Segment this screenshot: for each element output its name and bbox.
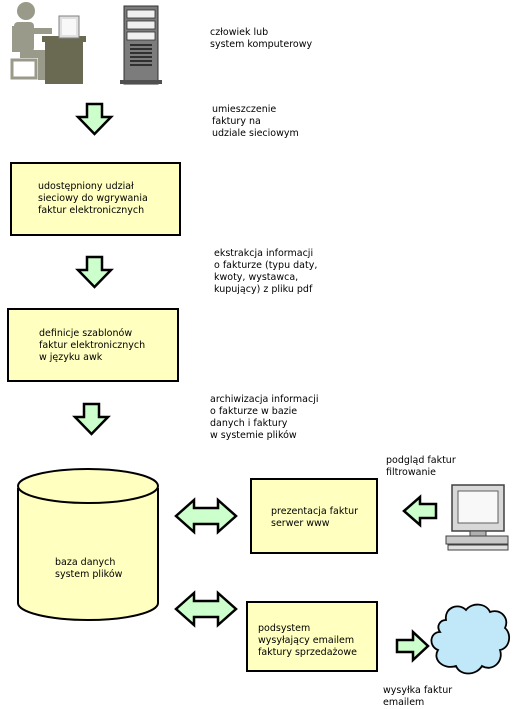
network-share-box: udostępniony udział sieciowy do wgrywani… <box>10 162 181 236</box>
source-label: człowiek lub system komputerowy <box>210 27 313 50</box>
double-arrow-mail <box>174 590 238 628</box>
right-arrow-email <box>395 629 430 663</box>
database-cylinder <box>17 468 159 621</box>
step-extract-label: ekstrakcja informacji o fakturze (typu d… <box>214 248 318 295</box>
double-arrow-www <box>174 497 238 535</box>
down-arrow-2 <box>75 255 114 289</box>
step-upload-label: umieszczenie faktury na udziale sieciowy… <box>212 104 299 139</box>
left-arrow-preview <box>402 494 438 528</box>
preview-label: podgląd faktur filtrowanie <box>386 455 456 478</box>
down-arrow-3 <box>72 402 111 436</box>
down-arrow-1 <box>75 102 114 136</box>
email-out-label: wysyłka faktur emailem <box>383 685 453 708</box>
monitor-computer-icon <box>445 484 509 551</box>
cloud-icon <box>430 603 511 675</box>
server-tower-icon <box>120 5 162 85</box>
web-server-box: prezentacja faktur serwer www <box>250 478 378 554</box>
email-subsystem-box: podsystem wysyłający emailem faktury spr… <box>246 601 378 672</box>
person-at-desk-icon <box>10 2 86 84</box>
templates-box: definicje szablonów faktur elektroniczny… <box>7 308 179 382</box>
database-label: baza danych system plików <box>55 557 123 580</box>
step-archive-label: archiwizacja informacji o fakturze w baz… <box>210 394 319 441</box>
